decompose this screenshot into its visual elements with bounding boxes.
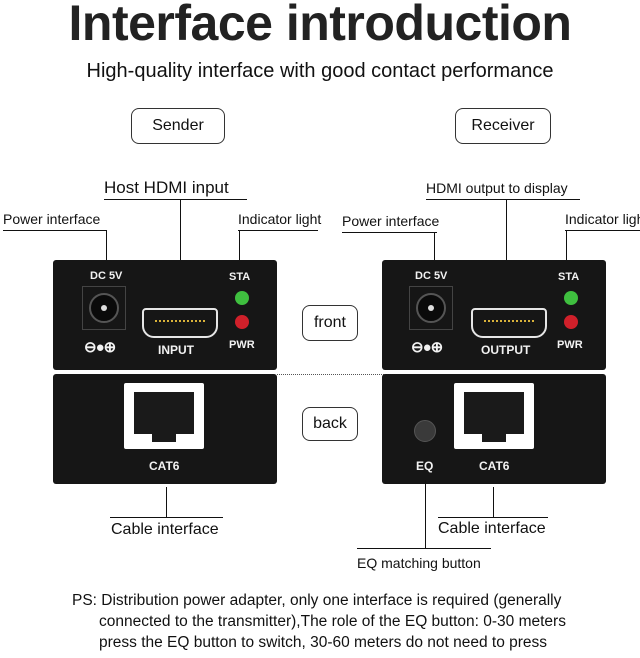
- receiver-hdmi-port: [471, 308, 547, 338]
- receiver-cable-label: Cable interface: [438, 520, 546, 537]
- receiver-dc-label: DC 5V: [415, 270, 448, 282]
- eq-button[interactable]: [414, 420, 436, 442]
- sender-rj45-latch: [152, 434, 176, 442]
- sender-hdmi-port: [142, 308, 218, 338]
- receiver-dc-jack: [416, 293, 446, 323]
- receiver-indicator-underline: [565, 230, 640, 231]
- sender-dc-pin: [101, 305, 107, 311]
- receiver-dc-pin: [428, 305, 434, 311]
- sender-indicator-label: Indicator light: [238, 211, 322, 227]
- sender-indicator-underline: [238, 230, 318, 231]
- receiver-pwr-led: [564, 315, 578, 329]
- receiver-polarity-icon: ⊖●⊕: [411, 339, 443, 356]
- sender-input-label: INPUT: [158, 343, 194, 357]
- sender-sta-label: STA: [229, 271, 251, 283]
- receiver-power-underline: [342, 232, 437, 233]
- ps-line-2: connected to the transmitter),The role o…: [99, 613, 566, 630]
- sender-indicator-leader: [239, 230, 240, 278]
- ps-line-1: PS: Distribution power adapter, only one…: [72, 592, 562, 609]
- host-hdmi-leader: [180, 199, 181, 307]
- sender-label: Sender: [131, 108, 225, 144]
- receiver-power-label: Power interface: [342, 213, 440, 229]
- sender-rj45-port: [134, 392, 194, 434]
- page-subtitle: High-quality interface with good contact…: [86, 60, 554, 82]
- ps-line-3: press the EQ button to switch, 30-60 met…: [99, 634, 548, 651]
- receiver-indicator-leader: [566, 230, 567, 278]
- eq-matching-label: EQ matching button: [357, 555, 481, 571]
- receiver-rj45-latch: [482, 434, 506, 442]
- sender-dc-label: DC 5V: [90, 270, 123, 282]
- receiver-rj45-port: [464, 392, 524, 434]
- page-title: Interface introduction: [68, 0, 572, 51]
- sender-cat6-label: CAT6: [149, 459, 180, 473]
- hdmi-output-leader: [506, 199, 507, 307]
- sender-sta-led: [235, 291, 249, 305]
- ps-note: PS: Distribution power adapter, only one…: [72, 590, 632, 653]
- receiver-cable-underline: [438, 517, 548, 518]
- receiver-eq-label: EQ: [416, 459, 434, 473]
- receiver-output-label: OUTPUT: [481, 343, 531, 357]
- hdmi-output-label: HDMI output to display: [426, 180, 568, 196]
- back-label: back: [302, 407, 358, 441]
- sender-power-underline: [3, 230, 107, 231]
- sender-pwr-led: [235, 315, 249, 329]
- sender-cable-label: Cable interface: [111, 521, 219, 538]
- receiver-cat6-label: CAT6: [479, 459, 510, 473]
- receiver-dc-jack-frame: [409, 286, 453, 330]
- receiver-indicator-label: Indicator ligh: [565, 211, 640, 227]
- host-hdmi-underline: [104, 199, 247, 200]
- eq-leader: [425, 480, 426, 548]
- sender-cable-underline: [110, 517, 223, 518]
- receiver-sta-label: STA: [558, 271, 580, 283]
- host-hdmi-input-label: Host HDMI input: [104, 178, 229, 197]
- sender-dc-jack-frame: [82, 286, 126, 330]
- receiver-cable-leader: [493, 487, 494, 517]
- receiver-pwr-label: PWR: [557, 339, 583, 351]
- hdmi-output-underline: [426, 199, 580, 200]
- eq-underline: [357, 548, 491, 549]
- receiver-hdmi-pins: [484, 320, 534, 324]
- center-divider: [277, 374, 384, 375]
- sender-cable-leader: [166, 487, 167, 517]
- sender-hdmi-pins: [155, 320, 205, 324]
- receiver-sta-led: [564, 291, 578, 305]
- sender-polarity-icon: ⊖●⊕: [84, 339, 116, 356]
- sender-power-label: Power interface: [3, 211, 101, 227]
- sender-power-leader: [106, 230, 107, 288]
- receiver-label: Receiver: [455, 108, 551, 144]
- front-label: front: [302, 305, 358, 341]
- sender-pwr-label: PWR: [229, 339, 255, 351]
